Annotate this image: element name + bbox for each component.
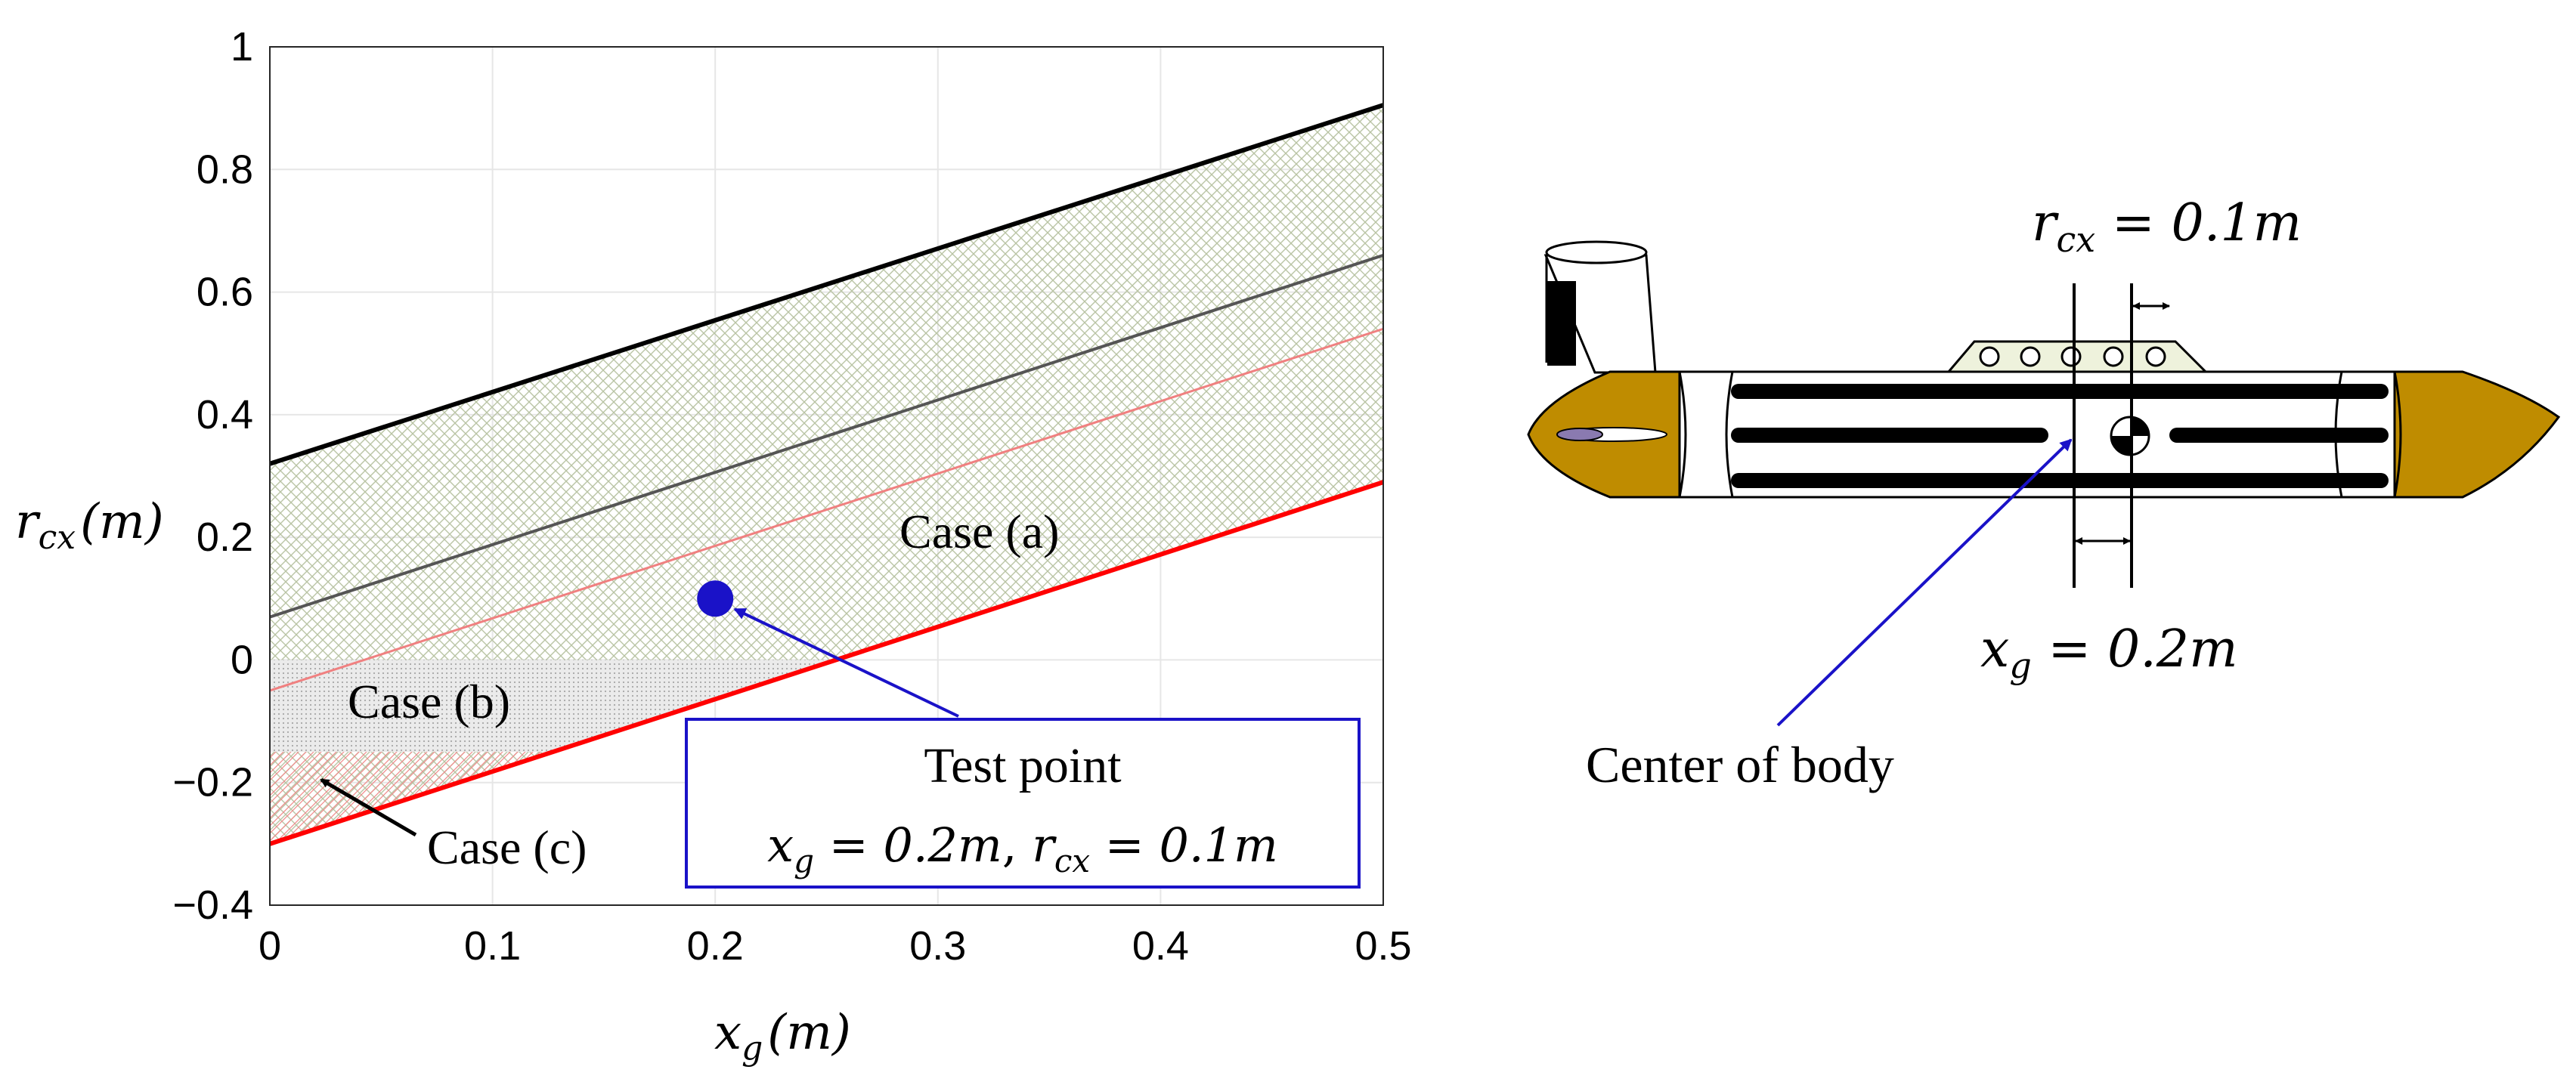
rcx-label-val: 0.1m [2171,193,2302,253]
x-axis-label: xg(m) [714,1005,851,1068]
x-tick-label: 0.5 [1355,923,1411,969]
y-tick-label: −0.2 [172,760,253,805]
xg-label-var: x [1980,620,2009,679]
x-tick-label: 0.2 [687,923,744,969]
series-line [269,103,1384,466]
test-point-xsub: g [794,842,814,879]
y-tick-label: 0.6 [197,270,253,315]
y-tick-labels: −0.4 −0.2 0 0.2 0.4 0.6 0.8 1 [172,24,253,928]
rail-mid-right [2169,428,2389,443]
x-tick-label: 0 [259,923,281,969]
case-b-label: Case (b) [348,675,510,728]
bow-lens [1556,428,1603,441]
y-tick-label: 0.4 [197,392,253,437]
y-axis-label: rcx(m) [15,494,164,557]
test-point-rval: 0.1m [1159,818,1277,873]
series-line [269,253,1384,619]
test-point-rvar: r [1032,818,1057,873]
deck-ports [1946,340,2209,373]
rail-mid-left [1731,428,2048,443]
test-point-rsub: cx [1054,842,1091,879]
x-tick-label: 0.4 [1132,923,1189,969]
xg-label-sub: g [2009,645,2031,686]
hull [1527,370,2561,499]
test-point-title: Test point [924,738,1121,793]
test-point-comma: , [1002,818,1032,873]
case-c-label: Case (c) [427,821,587,874]
xg-label: xg = 0.2m [1980,620,2238,686]
x-axis-label-unit: (m) [767,1005,851,1061]
y-axis-label-sub: cx [39,518,76,557]
center-label: Center of body [1586,736,1894,793]
sail-tower [1543,240,1657,374]
xg-label-eq: = [2032,620,2107,679]
test-point-eq1: = [814,818,883,873]
series-lines [269,103,1384,846]
xg-label-val: 0.2m [2107,620,2238,679]
y-tick-label: 0 [231,637,253,682]
sail-black-panel [1547,281,1576,366]
test-point-box [685,718,1361,889]
region-case-a [270,105,1383,844]
rcx-label: rcx = 0.1m [2032,193,2302,260]
rcx-label-eq: = [2095,193,2171,253]
y-tick-label: 0.8 [197,147,253,192]
y-axis-label-unit: (m) [80,494,164,550]
y-tick-label: 1 [231,24,253,70]
plot-frame [269,46,1384,906]
rcx-label-sub: cx [2057,219,2096,260]
case-c-arrow [320,777,417,837]
rcx-label-var: r [2032,193,2059,253]
test-point-xvar: x [767,818,794,873]
test-point-values: xg = 0.2m, rcx = 0.1m [767,818,1278,879]
rail-bottom [1731,473,2389,488]
x-axis-label-var: x [714,1005,742,1061]
case-a-label: Case (a) [899,505,1059,558]
y-tick-label: 0.2 [197,515,253,560]
series-line [269,327,1384,692]
x-tick-labels: 0 0.1 0.2 0.3 0.4 0.5 [259,923,1412,969]
vehicle-diagram: rcx = 0.1m xg = 0.2m Center of body [1527,193,2561,793]
y-axis-label-var: r [15,494,41,550]
test-point-arrow [733,607,959,718]
test-point-xval: 0.2m [883,818,1002,873]
test-point-eq2: = [1090,818,1159,873]
x-tick-label: 0.1 [464,923,521,969]
rail-top [1731,384,2389,399]
x-tick-label: 0.3 [909,923,966,969]
test-point-marker [697,580,734,617]
y-tick-label: −0.4 [172,882,253,928]
series-line [269,480,1384,846]
stern-nose [2393,370,2561,499]
region-case-b [270,660,836,753]
x-axis-label-sub: g [742,1029,763,1068]
center-pointer [1776,438,2073,727]
